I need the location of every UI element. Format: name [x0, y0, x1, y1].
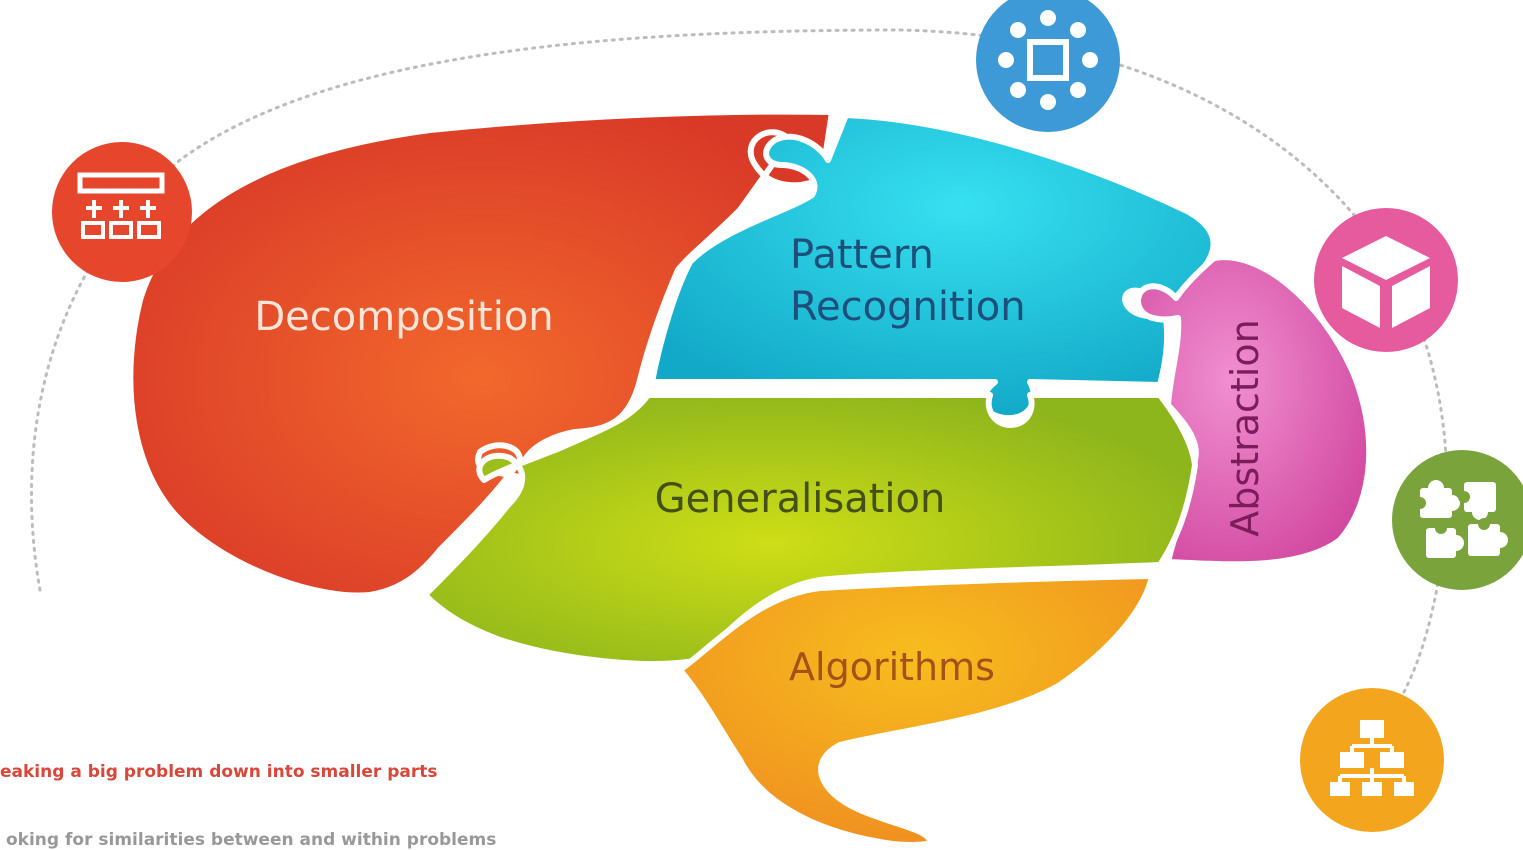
- decomposition-label: Decomposition: [254, 294, 553, 340]
- decomposition-icon[interactable]: [52, 142, 192, 282]
- pattern-network-icon[interactable]: [976, 0, 1120, 132]
- abstraction-cube-icon[interactable]: [1314, 208, 1458, 352]
- algorithms-label: Algorithms: [789, 645, 995, 689]
- pattern-label-line2: Recognition: [790, 284, 1026, 330]
- caption-pattern-recognition: oking for similarities between and withi…: [6, 830, 497, 850]
- generalisation-label: Generalisation: [655, 476, 946, 522]
- algorithm-flowchart-icon[interactable]: [1300, 688, 1444, 832]
- generalisation-piece[interactable]: [422, 392, 1198, 667]
- abstraction-label: Abstraction: [1223, 319, 1267, 536]
- decomposition-piece[interactable]: [127, 108, 835, 599]
- pattern-label-line1: Pattern: [790, 232, 934, 278]
- puzzle-icon[interactable]: [1392, 450, 1523, 590]
- algorithms-piece[interactable]: [677, 573, 1155, 846]
- caption-decomposition: eaking a big problem down into smaller p…: [0, 762, 438, 782]
